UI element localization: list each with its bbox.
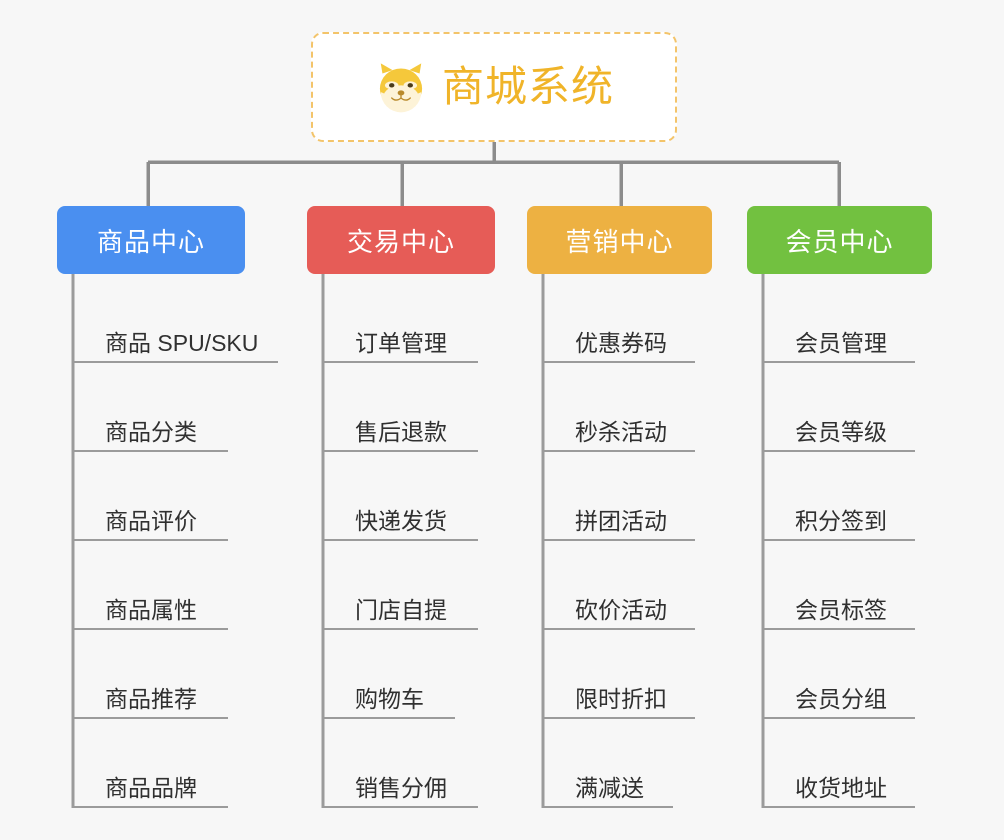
leaf-item-label: 售后退款	[355, 418, 447, 445]
leaf-item-label: 拼团活动	[575, 507, 667, 534]
leaf-item[interactable]: 商品品牌	[73, 719, 228, 808]
leaf-item-label: 会员分组	[795, 685, 887, 712]
leaf-item[interactable]: 砍价活动	[543, 541, 695, 630]
leaf-item[interactable]: 商品评价	[73, 452, 228, 541]
leaf-item[interactable]: 商品分类	[73, 363, 228, 452]
leaf-item-label: 门店自提	[355, 596, 447, 623]
leaf-item[interactable]: 快递发货	[323, 452, 478, 541]
leaf-item[interactable]: 售后退款	[323, 363, 478, 452]
leaf-item[interactable]: 商品推荐	[73, 630, 228, 719]
root-node[interactable]: 商城系统	[311, 32, 677, 142]
leaf-item[interactable]: 秒杀活动	[543, 363, 695, 452]
leaf-item-label: 购物车	[355, 685, 424, 712]
leaf-item-label: 商品品牌	[105, 774, 197, 801]
leaf-item[interactable]: 会员等级	[763, 363, 915, 452]
leaf-item[interactable]: 商品属性	[73, 541, 228, 630]
leaf-item[interactable]: 订单管理	[323, 274, 478, 363]
leaf-item-label: 秒杀活动	[575, 418, 667, 445]
category-header-product-center[interactable]: 商品中心	[57, 206, 245, 274]
leaf-item-label: 会员管理	[795, 329, 887, 356]
leaf-item-label: 砍价活动	[575, 596, 667, 623]
leaf-item-label: 优惠券码	[575, 329, 667, 356]
leaf-item[interactable]: 销售分佣	[323, 719, 478, 808]
leaf-item-label: 会员标签	[795, 596, 887, 623]
leaf-item[interactable]: 会员标签	[763, 541, 915, 630]
leaf-item-label: 商品推荐	[105, 685, 197, 712]
leaf-item[interactable]: 积分签到	[763, 452, 915, 541]
root-title: 商城系统	[441, 63, 614, 110]
leaf-item[interactable]: 限时折扣	[543, 630, 695, 719]
leaf-item[interactable]: 会员管理	[763, 274, 915, 363]
leaf-item-label: 商品分类	[105, 418, 197, 445]
leaf-item-label: 商品 SPU/SKU	[105, 329, 259, 356]
leaf-item[interactable]: 购物车	[323, 630, 455, 719]
leaf-item[interactable]: 商品 SPU/SKU	[73, 274, 278, 363]
leaf-item[interactable]: 收货地址	[763, 719, 915, 808]
leaf-item-label: 会员等级	[795, 418, 887, 445]
category-header-trade-center[interactable]: 交易中心	[307, 206, 495, 274]
category-header-label: 会员中心	[785, 226, 894, 257]
leaf-item-label: 快递发货	[355, 507, 447, 534]
leaf-item[interactable]: 优惠券码	[543, 274, 695, 363]
category-header-marketing-center[interactable]: 营销中心	[527, 206, 712, 274]
leaf-item-label: 订单管理	[355, 329, 447, 356]
leaf-item-label: 限时折扣	[575, 685, 667, 712]
leaf-item-label: 积分签到	[795, 507, 887, 534]
leaf-item[interactable]: 门店自提	[323, 541, 478, 630]
leaf-item-label: 商品评价	[105, 507, 197, 534]
category-header-member-center[interactable]: 会员中心	[747, 206, 932, 274]
leaf-item-label: 商品属性	[105, 596, 197, 623]
leaf-item-label: 收货地址	[795, 774, 887, 801]
leaf-item[interactable]: 满减送	[543, 719, 673, 808]
category-header-label: 交易中心	[346, 226, 455, 257]
category-header-label: 商品中心	[96, 226, 205, 257]
leaf-item-label: 满减送	[575, 774, 644, 801]
leaf-item[interactable]: 会员分组	[763, 630, 915, 719]
category-header-label: 营销中心	[565, 226, 674, 257]
dog-face-icon	[379, 63, 423, 113]
leaf-item[interactable]: 拼团活动	[543, 452, 695, 541]
leaf-item-label: 销售分佣	[355, 774, 447, 801]
